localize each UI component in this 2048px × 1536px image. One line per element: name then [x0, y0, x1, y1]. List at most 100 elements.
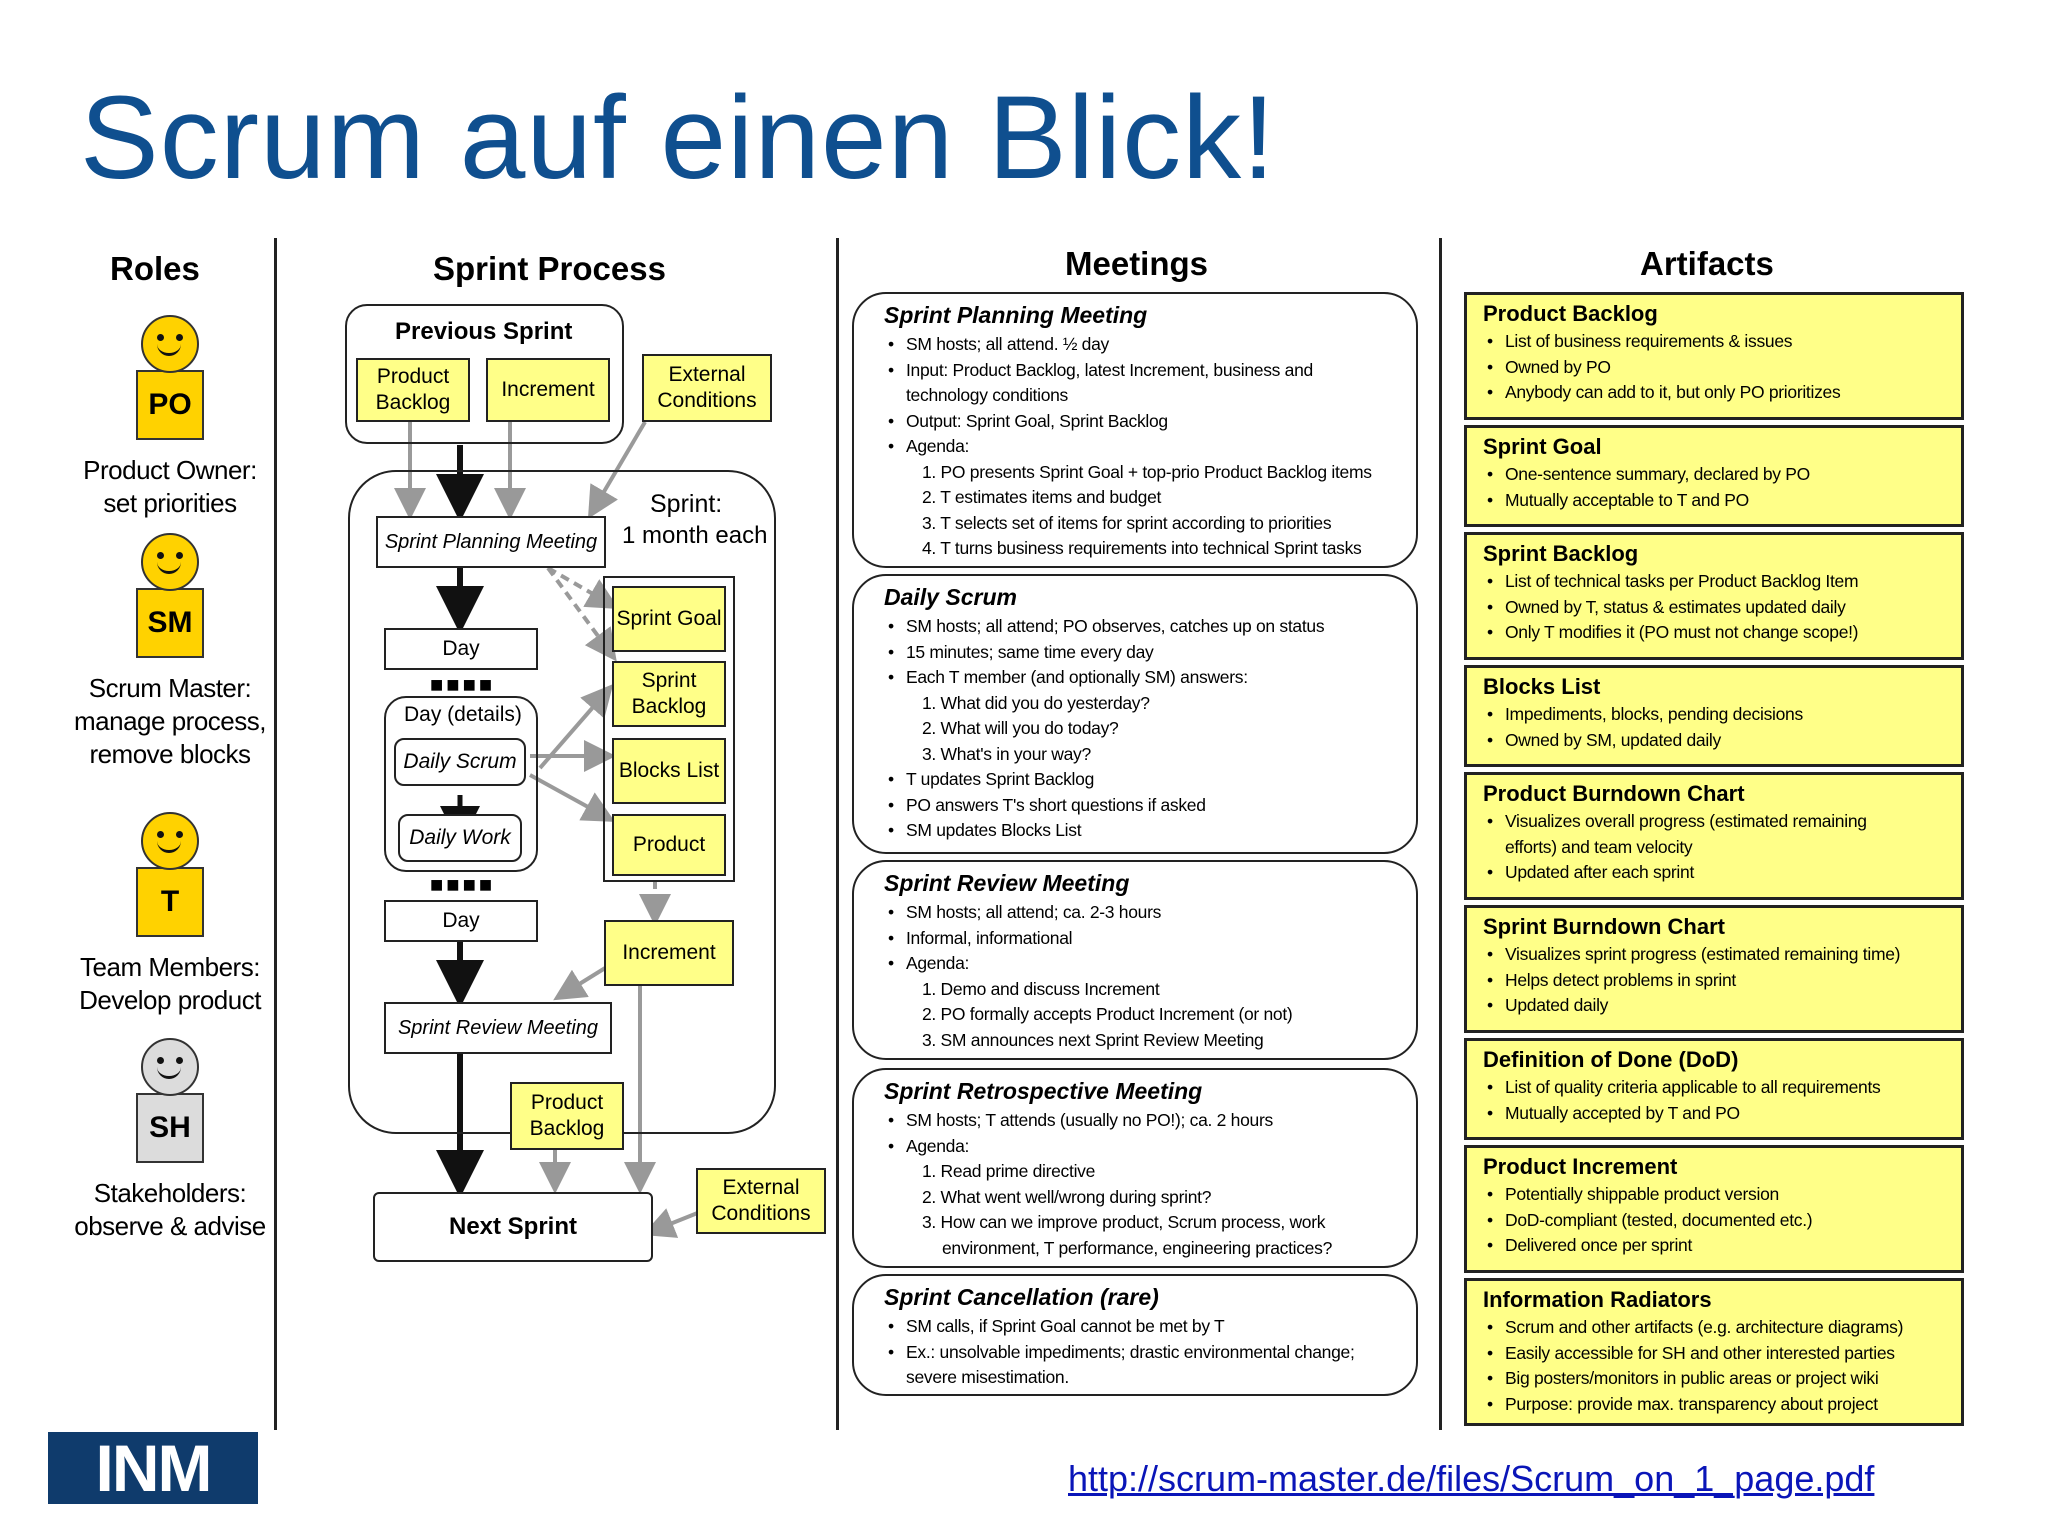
- artifact-title: Blocks List: [1483, 674, 1601, 699]
- meeting-list: SM calls, if Sprint Goal cannot be met b…: [884, 1314, 1400, 1391]
- day-node: Day: [384, 628, 538, 670]
- artifact-item: Anybody can add to it, but only PO prior…: [1483, 380, 1947, 406]
- role-desc-line: Team Members:: [80, 952, 260, 982]
- role-team-members: T Team Members: Develop product: [70, 812, 270, 1017]
- sprint-backlog-node: Sprint Backlog: [612, 661, 726, 727]
- meeting-item: Output: Sprint Goal, Sprint Backlog: [884, 409, 1400, 435]
- artifact-item: List of technical tasks per Product Back…: [1483, 569, 1947, 595]
- artifact-item: Impediments, blocks, pending decisions: [1483, 702, 1947, 728]
- external-conditions-input: External Conditions: [642, 354, 772, 422]
- artifact-title: Definition of Done (DoD): [1483, 1047, 1739, 1072]
- artifact-list: Impediments, blocks, pending decisionsOw…: [1483, 702, 1947, 753]
- meeting-item: Each T member (and optionally SM) answer…: [884, 665, 1400, 691]
- artifact-item: Owned by PO: [1483, 355, 1947, 381]
- artifact-item: Easily accessible for SH and other inter…: [1483, 1341, 1947, 1367]
- artifact-list: One-sentence summary, declared by POMutu…: [1483, 462, 1947, 513]
- meeting-item: 2. What will you do today?: [922, 718, 1119, 738]
- meeting-sprint-cancellation: Sprint Cancellation (rare) SM calls, if …: [852, 1274, 1418, 1396]
- artifact-blocks-list: Blocks List Impediments, blocks, pending…: [1464, 665, 1964, 767]
- artifact-title: Product Backlog: [1483, 301, 1658, 326]
- divider-roles: [274, 238, 277, 1430]
- day-node: Day: [384, 900, 538, 942]
- blocks-list-node: Blocks List: [612, 738, 726, 804]
- meeting-item: Input: Product Backlog, latest Increment…: [884, 358, 1400, 384]
- logo-text: INM: [95, 1431, 213, 1505]
- meeting-item: Agenda:: [884, 951, 1400, 977]
- day-details-label: Day (details): [404, 703, 522, 726]
- divider-process: [836, 238, 839, 1430]
- smiley-icon: [141, 1038, 199, 1096]
- artifact-sprint-goal: Sprint Goal One-sentence summary, declar…: [1464, 425, 1964, 527]
- meeting-item: 1. Demo and discuss Increment: [922, 978, 1160, 999]
- role-desc-line: manage process,: [74, 706, 266, 736]
- meeting-list: SM hosts; all attend. ½ dayInput: Produc…: [884, 332, 1400, 562]
- sprint-duration: 1 month each: [622, 522, 768, 549]
- divider-meetings: [1439, 238, 1442, 1430]
- meeting-item: SM updates Blocks List: [884, 818, 1400, 844]
- sprint-label: Sprint:: [650, 490, 723, 518]
- meeting-title: Sprint Retrospective Meeting: [884, 1078, 1203, 1104]
- sprint-planning-node: Sprint Planning Meeting: [376, 516, 606, 568]
- external-conditions-output: External Conditions: [696, 1168, 826, 1234]
- meeting-list: SM hosts; all attend; PO observes, catch…: [884, 614, 1400, 844]
- meeting-sprint-planning: Sprint Planning Meeting SM hosts; all at…: [852, 292, 1418, 568]
- meetings-header: Meetings: [1065, 245, 1209, 282]
- artifact-list: List of technical tasks per Product Back…: [1483, 569, 1947, 646]
- artifact-title: Sprint Goal: [1483, 434, 1602, 459]
- meeting-item: SM hosts; all attend; PO observes, catch…: [884, 614, 1400, 640]
- role-badge: T: [136, 867, 204, 937]
- artifact-title: Product Burndown Chart: [1483, 781, 1745, 806]
- artifact-item: Mutually accepted by T and PO: [1483, 1101, 1947, 1127]
- smiley-icon: [141, 315, 199, 373]
- meeting-item: 15 minutes; same time every day: [884, 640, 1400, 666]
- meeting-title: Sprint Cancellation (rare): [884, 1284, 1159, 1310]
- artifact-title: Sprint Burndown Chart: [1483, 914, 1725, 939]
- role-stakeholders: SH Stakeholders: observe & advise: [70, 1038, 270, 1243]
- inm-logo: INM: [48, 1431, 258, 1505]
- meeting-item: 1. What did you do yesterday?: [922, 692, 1150, 713]
- meeting-title: Daily Scrum: [884, 584, 1017, 610]
- increment-output: Increment: [604, 920, 734, 986]
- meeting-item: T updates Sprint Backlog: [884, 767, 1400, 793]
- artifact-item: List of business requirements & issues: [1483, 329, 1947, 355]
- role-desc-line: remove blocks: [89, 739, 251, 769]
- artifacts-header: Artifacts: [1640, 245, 1774, 282]
- process-header: Sprint Process: [433, 250, 666, 287]
- meeting-item: 1. PO presents Sprint Goal + top-prio Pr…: [922, 461, 1372, 482]
- sprint-process-diagram: Previous Sprint Product Backlog Incremen…: [0, 0, 840, 1300]
- role-desc-line: Stakeholders:: [93, 1178, 247, 1208]
- meeting-title: Sprint Review Meeting: [884, 870, 1130, 896]
- meeting-list: SM hosts; all attend; ca. 2-3 hoursInfor…: [884, 900, 1400, 1053]
- source-link[interactable]: http://scrum-master.de/files/Scrum_on_1_…: [1068, 1458, 1875, 1499]
- sprint-goal-node: Sprint Goal: [612, 586, 726, 652]
- meeting-item: 2. What went well/wrong during sprint?: [922, 1186, 1212, 1207]
- meeting-item: 3. SM announces next Sprint Review Meeti…: [922, 1029, 1264, 1050]
- sprint-artifacts-group: [603, 576, 735, 882]
- process-arrows: [394, 420, 701, 1238]
- artifact-item: Purpose: provide max. transparency about…: [1483, 1392, 1947, 1418]
- meeting-item: environment, T performance, engineering …: [942, 1237, 1332, 1258]
- artifact-title: Information Radiators: [1483, 1287, 1712, 1312]
- meeting-item: Informal, informational: [884, 926, 1400, 952]
- meeting-item: Agenda:: [884, 434, 1400, 460]
- role-product-owner: PO Product Owner: set priorities: [70, 315, 270, 520]
- meeting-sprint-retrospective: Sprint Retrospective Meeting SM hosts; T…: [852, 1068, 1418, 1268]
- artifact-item: Mutually acceptable to T and PO: [1483, 488, 1947, 514]
- ellipsis-dots: ■■■■: [430, 672, 496, 697]
- artifact-item: Visualizes sprint progress (estimated re…: [1483, 942, 1947, 968]
- meeting-item: 3. What's in your way?: [922, 743, 1091, 764]
- meeting-item: technology conditions: [906, 385, 1069, 405]
- artifact-title: Sprint Backlog: [1483, 541, 1639, 566]
- meeting-item: 2. PO formally accepts Product Increment…: [922, 1004, 1293, 1024]
- meeting-item: 3. T selects set of items for sprint acc…: [922, 512, 1332, 533]
- artifact-list: Potentially shippable product versionDoD…: [1483, 1182, 1947, 1259]
- artifact-list: Visualizes overall progress (estimated r…: [1483, 809, 1947, 886]
- artifact-product-increment: Product Increment Potentially shippable …: [1464, 1145, 1964, 1273]
- artifact-item: Visualizes overall progress (estimated r…: [1483, 809, 1947, 835]
- meeting-item: Ex.: unsolvable impediments; drastic env…: [884, 1340, 1400, 1366]
- artifact-item: efforts) and team velocity: [1505, 836, 1693, 857]
- artifact-list: List of business requirements & issuesOw…: [1483, 329, 1947, 406]
- artifact-item: Updated daily: [1483, 993, 1947, 1019]
- role-badge: SM: [136, 588, 204, 658]
- role-desc-line: Scrum Master:: [88, 673, 252, 703]
